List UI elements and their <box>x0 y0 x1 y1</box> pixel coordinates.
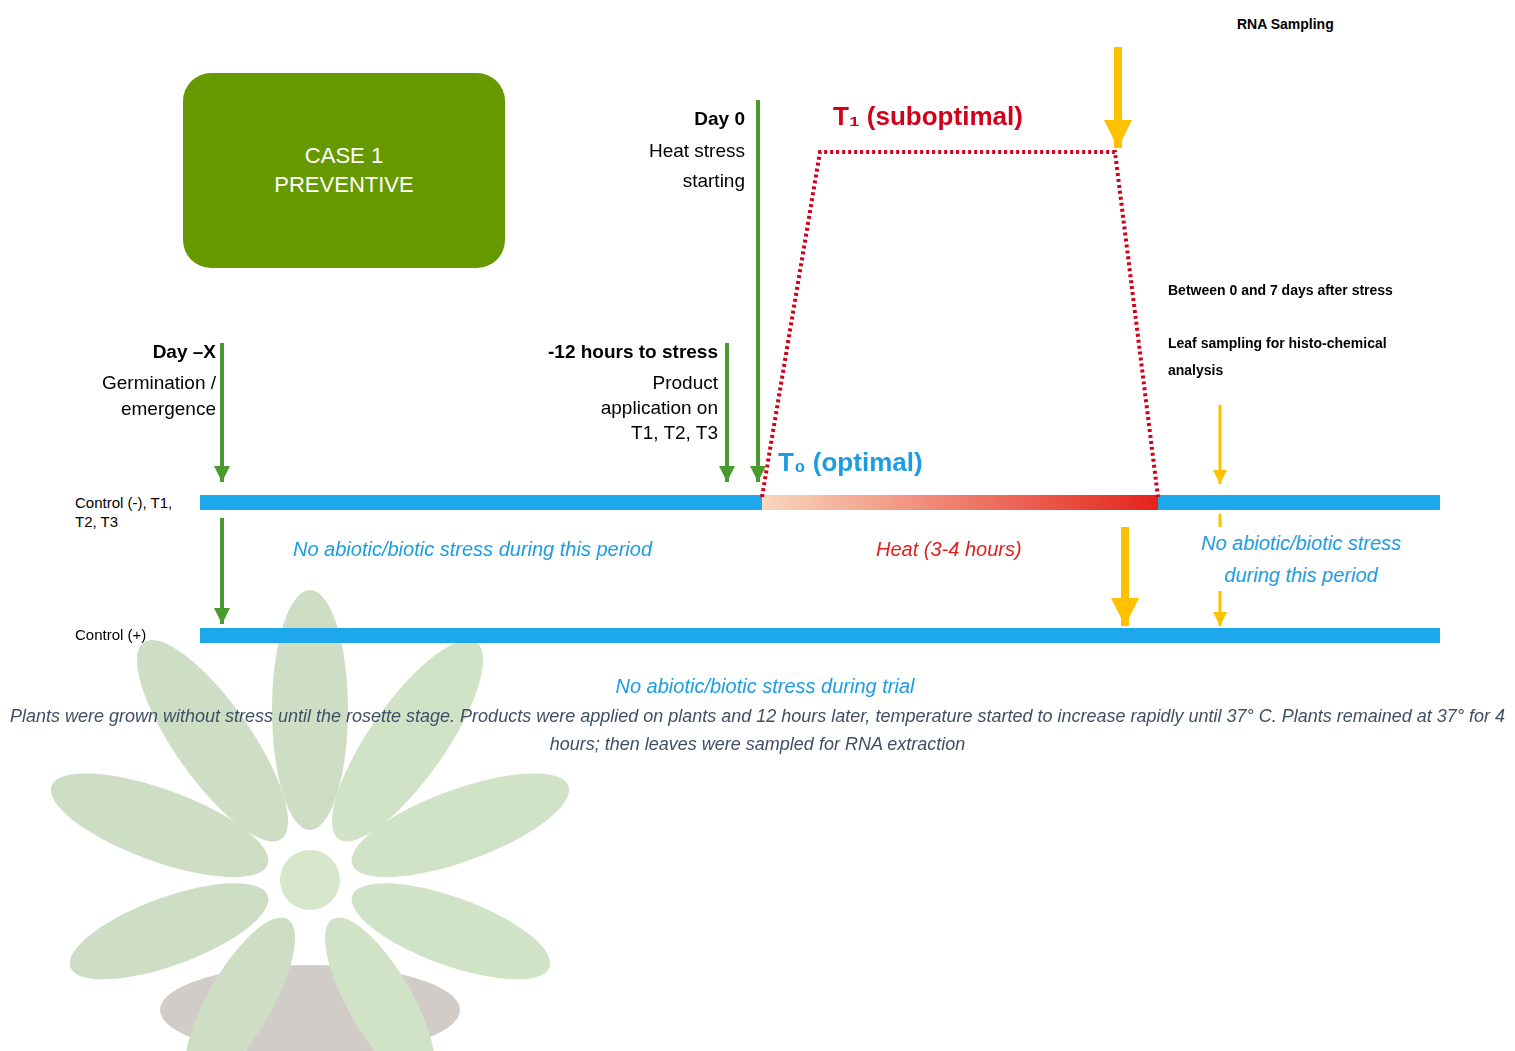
leaf <box>165 903 315 1051</box>
period-note: No abiotic/biotic stress during trial <box>465 674 1065 699</box>
heat-bar <box>762 495 1158 510</box>
treatment-label: Control (+) <box>75 626 195 645</box>
event-title: -12 hours to stress <box>498 340 718 364</box>
timeline-bar <box>200 495 1440 510</box>
sampling-arrow <box>1121 527 1129 626</box>
period-note: No abiotic/biotic stress during this per… <box>293 537 733 562</box>
event-title: Day –X <box>66 340 216 364</box>
case-box: CASE 1 PREVENTIVE <box>183 73 505 268</box>
event-note: Germination / emergence <box>76 370 216 422</box>
treatment-label: Control (-), T1, T2, T3 <box>75 494 175 532</box>
sampling-note: RNA Sampling <box>1237 16 1457 34</box>
rosette-center <box>280 850 340 910</box>
figure-caption: Plants were grown without stress until t… <box>6 702 1509 758</box>
temperature-profile <box>762 152 1158 497</box>
sampling-arrow <box>1219 405 1222 484</box>
sampling-window: Between 0 and 7 days after stress <box>1168 282 1508 300</box>
leaf <box>305 903 455 1051</box>
stress-level: T₁ (suboptimal) <box>833 100 1103 133</box>
sampling-note: Leaf sampling for histo-chemical analysi… <box>1168 330 1418 384</box>
leaf <box>340 752 581 898</box>
stress-level: T₀ (optimal) <box>778 446 978 479</box>
timeline-bar <box>200 628 1440 643</box>
case-title: CASE 1 PREVENTIVE <box>274 142 414 199</box>
event-note: Product application on T1, T2, T3 <box>598 370 718 445</box>
event-note: Heat stress starting <box>635 136 745 196</box>
plant-illustration <box>39 590 580 1051</box>
event-title: Day 0 <box>595 107 745 131</box>
event-arrow <box>725 343 729 482</box>
period-note: Heat (3-4 hours) <box>876 537 1076 562</box>
leaf <box>39 752 280 898</box>
event-arrow <box>220 343 224 482</box>
sampling-arrow <box>1114 47 1122 148</box>
period-note: No abiotic/biotic stress during this per… <box>1185 527 1417 591</box>
event-arrow <box>220 518 224 624</box>
event-arrow <box>756 100 760 482</box>
